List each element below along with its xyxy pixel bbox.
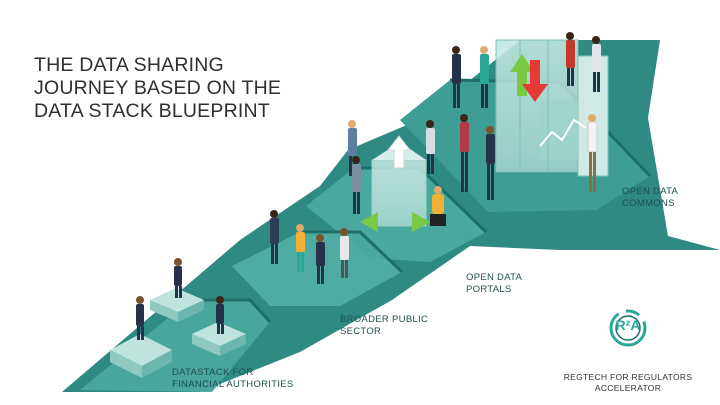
stage-label-line: OPEN DATA (622, 186, 679, 197)
arrow-green-icon (360, 212, 378, 232)
person-figure (486, 126, 495, 200)
person-figure (352, 156, 361, 214)
arrow-red-down-icon (522, 60, 548, 102)
arrow-up-icon (386, 135, 412, 169)
stage-label-line: BROADER PUBLIC (340, 314, 429, 325)
arrow-green-up-icon (510, 54, 534, 96)
stage-label-broader-public-sector: BROADER PUBLIC SECTOR (340, 314, 428, 338)
logo-text-line: ACCELERATOR (594, 382, 662, 393)
people-figures (136, 32, 601, 340)
title-line-3: DATA STACK BLUEPRINT (34, 100, 270, 122)
logo-text-line: REGTECH FOR REGULATORS (563, 372, 693, 382)
person-figure (430, 186, 446, 226)
person-figure (316, 234, 325, 284)
person-figure (270, 210, 279, 264)
person-figure (426, 120, 435, 174)
r2a-logo-mark: R²A (615, 317, 641, 333)
person-figure (452, 46, 461, 108)
person-figure (216, 296, 224, 334)
open-data-portal-building (360, 135, 430, 232)
r2a-logo-ring-icon (609, 309, 647, 347)
person-figure (592, 36, 601, 92)
person-figure (136, 296, 144, 340)
r2a-logo-text: REGTECH FOR REGULATORS ACCELERATOR (560, 372, 696, 393)
stage-label-line: DATASTACK FOR (172, 367, 254, 378)
stage-label-open-data-commons: OPEN DATA COMMONS (622, 186, 678, 210)
stage-label-line: FINANCIAL AUTHORITIES (172, 379, 294, 390)
stage-label-line: SECTOR (340, 326, 382, 337)
person-figure (174, 258, 182, 298)
person-figure (566, 32, 575, 86)
page-title: THE DATA SHARING JOURNEY BASED ON THE DA… (34, 54, 294, 123)
stage-label-open-data-portals: OPEN DATA PORTALS (466, 272, 522, 296)
title-line-2: JOURNEY BASED ON THE (34, 77, 282, 99)
person-figure (480, 46, 489, 108)
person-figure (587, 114, 598, 192)
r2a-logo: R²A REGTECH FOR REGULATORS ACCELERATOR (560, 308, 696, 400)
datastack-blocks (110, 288, 246, 378)
stage-label-line: COMMONS (622, 198, 675, 209)
stage-label-line: OPEN DATA (466, 272, 523, 283)
stage-label-datastack: DATASTACK FOR FINANCIAL AUTHORITIES (172, 367, 294, 391)
stage-label-line: PORTALS (466, 284, 512, 295)
person-figure (460, 114, 469, 192)
title-line-1: THE DATA SHARING (34, 54, 224, 76)
person-figure (340, 228, 349, 278)
person-figure (296, 224, 305, 272)
